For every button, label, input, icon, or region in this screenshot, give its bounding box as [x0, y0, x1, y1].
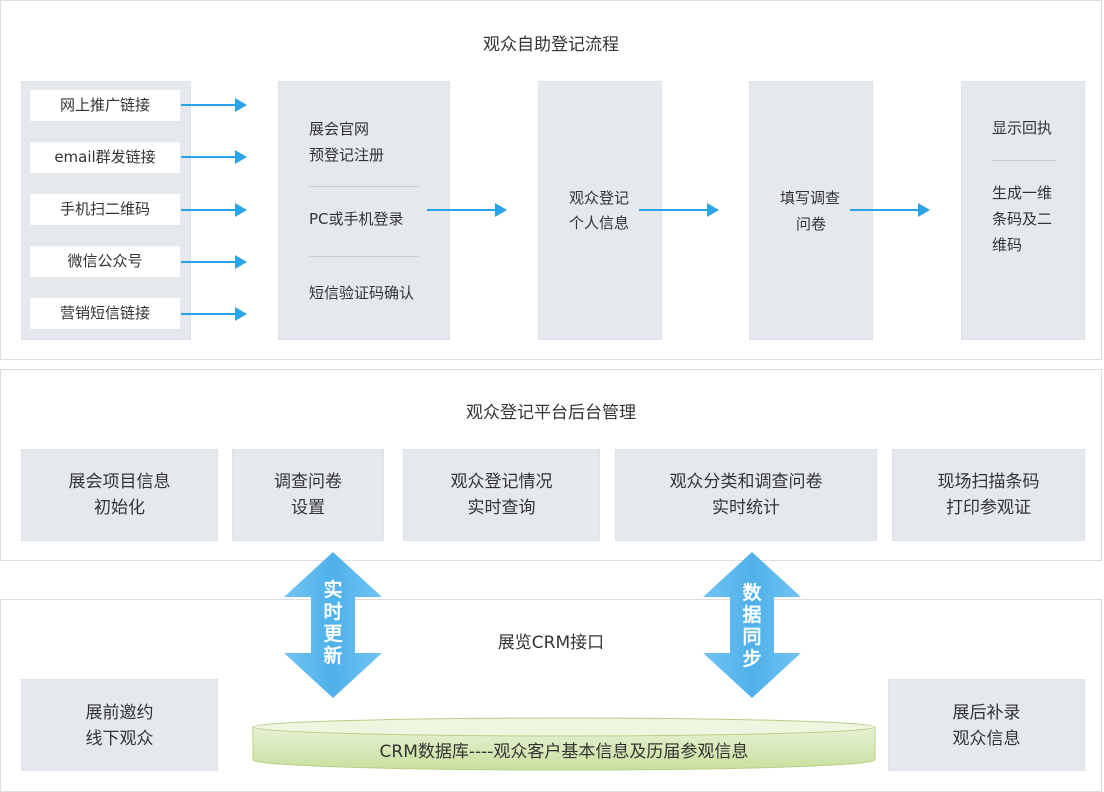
- register-info-box: 观众登记 个人信息: [538, 81, 662, 340]
- generate-code-line3: 维码: [992, 236, 1023, 254]
- admin-box-line1: 观众登记情况: [450, 472, 553, 492]
- login-divider: [309, 256, 419, 257]
- admin-box-survey-setup: 调查问卷 设置: [232, 449, 384, 541]
- flow-arrow: [427, 203, 507, 217]
- survey-line2: 问卷: [796, 215, 827, 233]
- data-sync-char: 步: [742, 648, 762, 670]
- channel-arrow: [181, 203, 247, 217]
- login-preregister-text: 预登记注册: [309, 146, 385, 164]
- admin-box-scan-print: 现场扫描条码 打印参观证: [892, 449, 1085, 541]
- admin-box-line2: 初始化: [94, 498, 145, 518]
- realtime-update-char: 更: [323, 623, 343, 645]
- crm-database-cylinder: CRM数据库----观众客户基本信息及历届参观信息: [251, 716, 877, 772]
- post-show-line1: 展后补录: [952, 703, 1021, 723]
- realtime-update-char: 实: [323, 579, 343, 601]
- data-sync-char: 同: [742, 626, 762, 648]
- database-icon: [252, 717, 876, 771]
- show-receipt-text: 显示回执: [992, 119, 1053, 137]
- generate-code-line2: 条码及二: [992, 210, 1053, 228]
- channel-arrow: [181, 307, 247, 321]
- admin-box-line1: 观众分类和调查问卷: [669, 472, 823, 492]
- channel-wechat: 微信公众号: [30, 246, 180, 277]
- pre-show-line1: 展前邀约: [85, 703, 154, 723]
- channel-arrow: [181, 150, 247, 164]
- admin-box-line1: 调查问卷: [274, 472, 342, 492]
- login-divider: [309, 186, 419, 187]
- login-pc-mobile-text: PC或手机登录: [309, 210, 404, 228]
- flow-arrow: [639, 203, 719, 217]
- channel-web-link: 网上推广链接: [30, 90, 180, 121]
- admin-box-line1: 现场扫描条码: [937, 472, 1040, 492]
- register-line1: 观众登记: [569, 189, 630, 207]
- result-box: 显示回执 生成一维 条码及二 维码: [961, 81, 1085, 340]
- admin-box-line1: 展会项目信息: [68, 472, 171, 492]
- admin-title: 观众登记平台后台管理: [466, 403, 636, 423]
- data-sync-char: 数: [742, 582, 762, 604]
- login-sms-verify-text: 短信验证码确认: [309, 284, 415, 302]
- result-divider: [992, 160, 1056, 161]
- double-arrow-icon: [284, 552, 382, 698]
- self-registration-title: 观众自助登记流程: [483, 35, 619, 55]
- channel-qr-code: 手机扫二维码: [30, 194, 180, 225]
- crm-title: 展览CRM接口: [497, 633, 605, 653]
- double-arrow-icon: [703, 552, 801, 698]
- realtime-update-arrow: 实 时 更 新: [284, 552, 382, 698]
- post-show-record-box: 展后补录 观众信息: [888, 679, 1085, 771]
- admin-box-line2: 实时查询: [467, 498, 536, 518]
- realtime-update-char: 新: [323, 645, 343, 667]
- channel-email-link: email群发链接: [30, 142, 180, 173]
- channel-sms-link: 营销短信链接: [30, 298, 180, 329]
- flow-arrow: [850, 203, 930, 217]
- pre-show-line2: 线下观众: [85, 729, 154, 749]
- generate-code-line1: 生成一维: [992, 184, 1053, 202]
- admin-box-realtime-stats: 观众分类和调查问卷 实时统计: [615, 449, 877, 541]
- pre-show-invite-box: 展前邀约 线下观众: [21, 679, 218, 771]
- login-website-text: 展会官网: [309, 120, 370, 138]
- crm-panel: 展览CRM接口 展前邀约 线下观众 展后补录 观众信息 CRM数据库----观众…: [0, 599, 1102, 792]
- realtime-update-char: 时: [323, 601, 343, 623]
- admin-box-line2: 实时统计: [712, 498, 780, 518]
- channel-arrow: [181, 98, 247, 112]
- self-registration-panel: 观众自助登记流程 网上推广链接 email群发链接 手机扫二维码 微信公众号 营…: [0, 0, 1102, 360]
- admin-box-realtime-query: 观众登记情况 实时查询: [403, 449, 600, 541]
- admin-panel: 观众登记平台后台管理 展会项目信息 初始化 调查问卷 设置 观众登记情况 实时查…: [0, 369, 1102, 561]
- login-box: 展会官网 预登记注册 PC或手机登录 短信验证码确认: [278, 81, 450, 340]
- survey-line1: 填写调查: [780, 189, 841, 207]
- admin-box-line2: 设置: [291, 498, 325, 518]
- admin-box-line2: 打印参观证: [946, 498, 1031, 518]
- channel-arrow: [181, 255, 247, 269]
- data-sync-char: 据: [742, 604, 762, 626]
- data-sync-arrow: 数 据 同 步: [703, 552, 801, 698]
- crm-database-label: CRM数据库----观众客户基本信息及历届参观信息: [379, 742, 749, 762]
- admin-box-project-init: 展会项目信息 初始化: [21, 449, 218, 541]
- register-line2: 个人信息: [569, 214, 630, 232]
- post-show-line2: 观众信息: [952, 729, 1021, 749]
